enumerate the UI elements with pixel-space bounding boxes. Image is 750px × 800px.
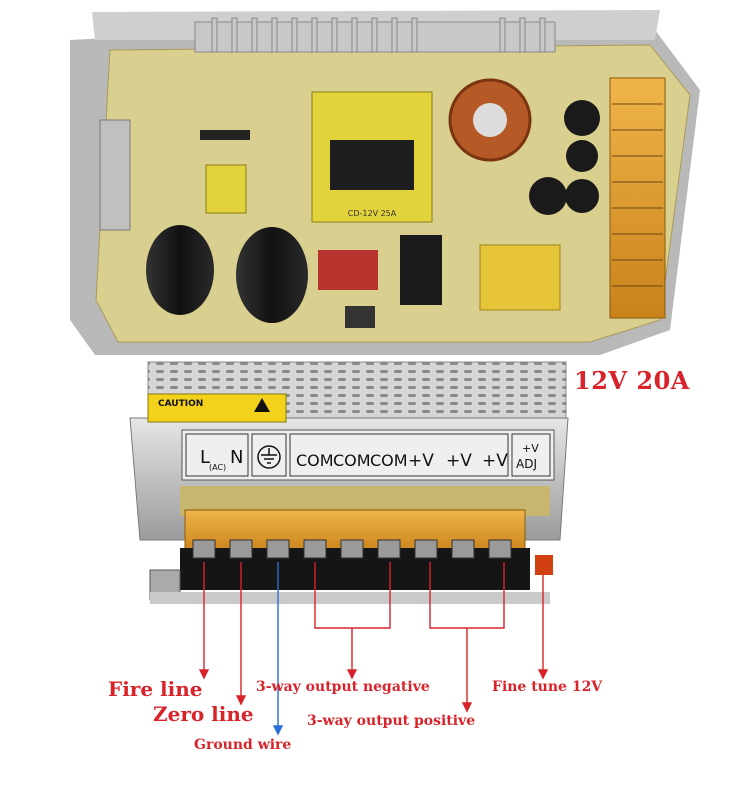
terminal-block-top [609, 77, 666, 319]
ground-annotation-line [272, 562, 284, 736]
chassis-bottom-edge [150, 592, 550, 604]
fine-tune-label: Fine tune 12V [492, 679, 603, 695]
label-n: N [230, 447, 243, 468]
unit-front-view: CAUTION L (AC) N COM COM COM +V +V +V +V… [129, 361, 569, 604]
label-adj: ADJ [516, 457, 537, 471]
product-title: 12V 20A [574, 366, 690, 395]
label-com-3: COM [370, 451, 408, 470]
caution-text: CAUTION [158, 399, 203, 409]
filter-inductor [479, 244, 561, 311]
capacitor [566, 140, 598, 172]
label-com-1: COM [296, 451, 334, 470]
terminal-label-strip [181, 429, 555, 481]
small-transformer [205, 164, 247, 214]
label-ac: (AC) [209, 463, 226, 472]
transformer-label: CD-12V 25A [348, 209, 397, 218]
label-adj-vplus: +V [522, 442, 539, 455]
fire-line-label: Fire line [108, 677, 203, 701]
rectifier [400, 235, 442, 305]
voltage-switch [345, 306, 375, 328]
left-heatsink [99, 119, 131, 231]
label-com-2: COM [333, 451, 371, 470]
adjust-potentiometer [535, 555, 553, 575]
pcb-top-view: CD-12V 25A [70, 10, 700, 355]
capacitor [529, 177, 567, 215]
label-vplus-3: +V [482, 451, 508, 471]
label-vplus-2: +V [446, 451, 472, 471]
label-vplus-1: +V [408, 451, 434, 471]
capacitor [146, 225, 214, 315]
caution-sticker: CAUTION [147, 393, 287, 423]
ground-symbol-icon [257, 445, 281, 469]
ground-wire-label: Ground wire [194, 737, 292, 753]
transformer: CD-12V 25A [311, 91, 433, 223]
ac-label-box [185, 433, 249, 477]
output-negative-label: 3-way output negative [256, 679, 430, 695]
capacitor [564, 100, 600, 136]
ground-label-box [251, 433, 287, 477]
zero-line-label: Zero line [153, 702, 254, 726]
heatsink [194, 17, 556, 53]
label-l: L [200, 447, 210, 468]
adj-label-box [511, 433, 551, 477]
capacitor [236, 227, 308, 323]
output-label-box [289, 433, 509, 477]
terminal-screws [192, 539, 512, 559]
ic-chip [200, 130, 250, 140]
toroid-core [473, 103, 507, 137]
annotation-lines [198, 562, 549, 713]
capacitor [565, 179, 599, 213]
film-capacitor [318, 250, 378, 290]
output-positive-label: 3-way output positive [307, 713, 476, 729]
